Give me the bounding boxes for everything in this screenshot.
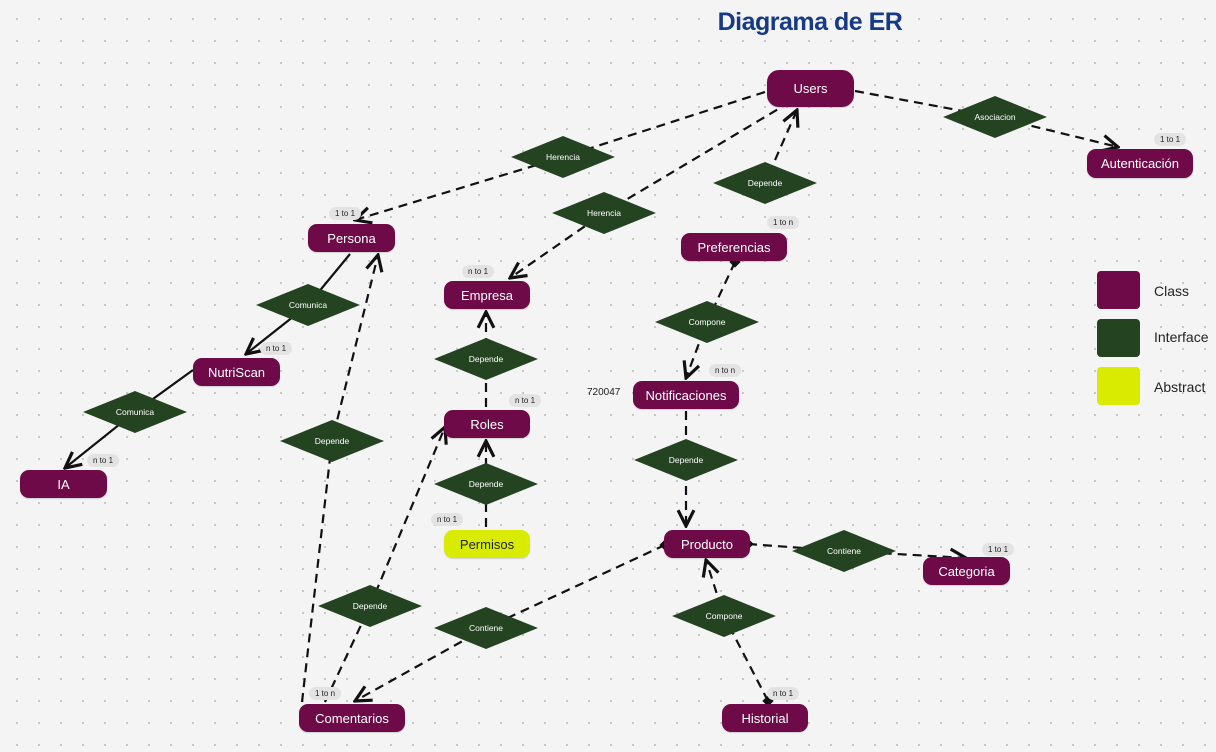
relation-diamond-contiene[interactable] <box>434 607 538 649</box>
relation-label: Contiene <box>827 546 861 556</box>
relation-label: Depende <box>353 601 388 611</box>
relation-label: Herencia <box>587 208 621 218</box>
legend-abstract-swatch <box>1097 367 1140 405</box>
stray-number-text: 720047 <box>587 387 621 398</box>
relation-label: Contiene <box>469 623 503 633</box>
relation-diamond-compone[interactable] <box>655 301 759 343</box>
relation-label: Asociacion <box>974 112 1015 122</box>
relation-diamond-asociacion[interactable] <box>943 96 1047 138</box>
relation-label: Comunica <box>289 300 328 310</box>
entity-empresa[interactable]: Empresa <box>444 281 530 309</box>
relation-diamond-herencia[interactable] <box>552 192 656 234</box>
relation-edge-comentarios-roles <box>324 427 445 703</box>
entity-ia[interactable]: IA <box>20 470 107 498</box>
entity-autenticacion[interactable]: Autenticación <box>1087 149 1193 178</box>
diagram-title: Diagrama de ER <box>717 8 903 36</box>
relation-diamond-contiene[interactable] <box>792 530 896 572</box>
entity-comentarios[interactable]: Comentarios <box>299 704 405 732</box>
cardinality-badge-permisos: n to 1 <box>431 513 464 526</box>
entity-roles[interactable]: Roles <box>444 410 530 438</box>
cardinality-badge-preferencias: 1 to n <box>767 216 800 229</box>
entity-nutriscan[interactable]: NutriScan <box>193 358 280 386</box>
relation-diamond-depende[interactable] <box>318 585 422 627</box>
legend-interface-label: Interface <box>1154 329 1209 345</box>
legend-interface-swatch <box>1097 319 1140 357</box>
relation-label: Depende <box>669 455 704 465</box>
cardinality-badge-roles: n to 1 <box>509 394 542 407</box>
cardinality-badge-historial: n to 1 <box>767 687 800 700</box>
entity-permisos[interactable]: Permisos <box>444 530 530 558</box>
cardinality-badge-empresa: n to 1 <box>462 265 495 278</box>
relation-label: Comunica <box>116 407 155 417</box>
entity-producto[interactable]: Producto <box>664 530 750 558</box>
relation-diamond-comunica[interactable] <box>256 284 360 326</box>
relation-diamond-depende[interactable] <box>280 420 384 462</box>
relation-label: Herencia <box>546 152 580 162</box>
cardinality-badge-nutriscan: n to 1 <box>260 342 293 355</box>
relation-diamond-depende[interactable] <box>634 439 738 481</box>
entity-preferencias[interactable]: Preferencias <box>681 233 787 261</box>
cardinality-badge-categoria: 1 to 1 <box>982 543 1015 556</box>
entity-categoria[interactable]: Categoria <box>923 557 1010 585</box>
relation-diamond-compone[interactable] <box>672 595 776 637</box>
relation-diamond-comunica[interactable] <box>83 391 187 433</box>
relation-diamond-depende[interactable] <box>434 338 538 380</box>
cardinality-badge-ia: n to 1 <box>87 454 120 467</box>
legend-class-label: Class <box>1154 283 1190 299</box>
cardinality-badge-comentarios: 1 to n <box>309 687 342 700</box>
cardinality-badge-notificaciones: n to n <box>709 364 742 377</box>
relation-diamond-depende[interactable] <box>434 463 538 505</box>
legend-abstract-label: Abstract <box>1154 379 1206 395</box>
cardinality-badge-autenticacion: 1 to 1 <box>1154 133 1187 146</box>
relation-label: Depende <box>469 479 504 489</box>
relation-label: Depende <box>315 436 350 446</box>
relation-label: Compone <box>689 317 726 327</box>
entity-persona[interactable]: Persona <box>308 224 395 252</box>
relation-diamond-herencia[interactable] <box>511 136 615 178</box>
relation-label: Depende <box>469 354 504 364</box>
legend-class-swatch <box>1097 271 1140 309</box>
relation-label: Compone <box>706 611 743 621</box>
relation-label: Depende <box>748 178 783 188</box>
entity-users[interactable]: Users <box>767 70 854 107</box>
entity-notificaciones[interactable]: Notificaciones <box>633 381 739 409</box>
relation-diamond-depende[interactable] <box>713 162 817 204</box>
entity-historial[interactable]: Historial <box>722 704 808 732</box>
cardinality-badge-persona: 1 to 1 <box>329 207 362 220</box>
